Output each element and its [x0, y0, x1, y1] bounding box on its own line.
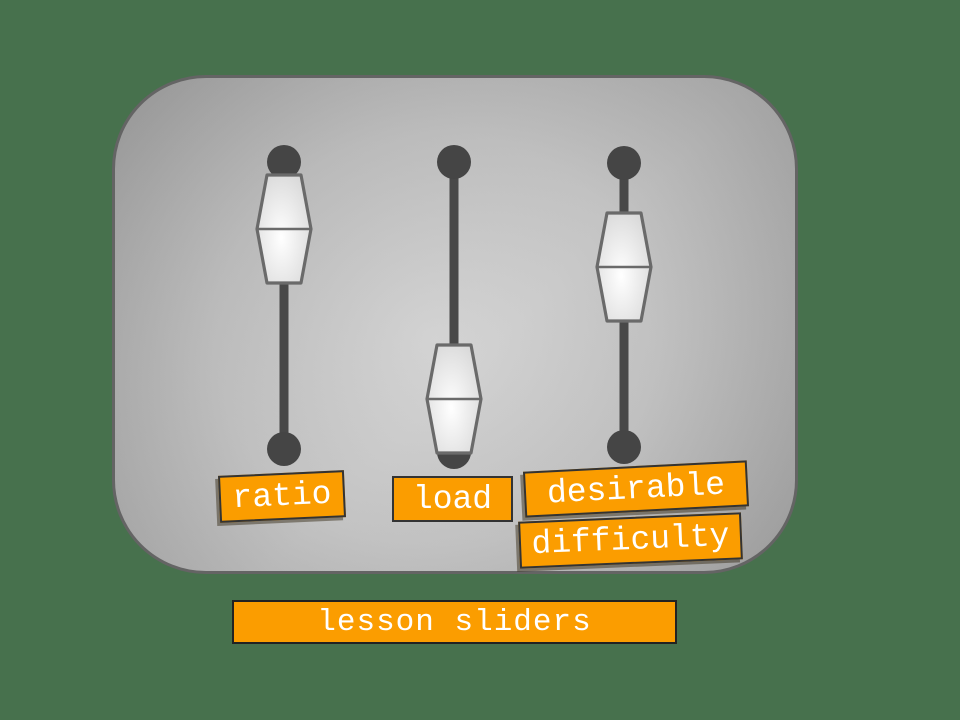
- slider-desirable-difficulty-bottom-node: [607, 430, 641, 464]
- slider-load-top-node: [437, 145, 471, 179]
- diagram-title-text: lesson sliders: [317, 604, 592, 640]
- label-ratio-text: ratio: [231, 475, 333, 518]
- label-difficulty-text: difficulty: [530, 517, 731, 564]
- label-load-text: load: [412, 480, 493, 518]
- slider-load-knob[interactable]: [425, 343, 483, 455]
- slider-desirable-difficulty-knob[interactable]: [595, 211, 653, 323]
- slider-desirable-difficulty: [595, 146, 653, 464]
- slider-ratio-bottom-node: [267, 432, 301, 466]
- slider-ratio-knob[interactable]: [255, 173, 313, 285]
- slider-desirable-difficulty-top-node: [607, 146, 641, 180]
- label-difficulty: difficulty: [518, 512, 743, 569]
- diagram-title: lesson sliders: [232, 600, 677, 644]
- slider-load: [425, 145, 483, 469]
- label-desirable-text: desirable: [546, 466, 726, 512]
- label-ratio: ratio: [217, 470, 347, 523]
- label-load: load: [392, 476, 513, 522]
- slider-ratio: [255, 145, 313, 466]
- slider-ratio-top-node: [267, 145, 301, 179]
